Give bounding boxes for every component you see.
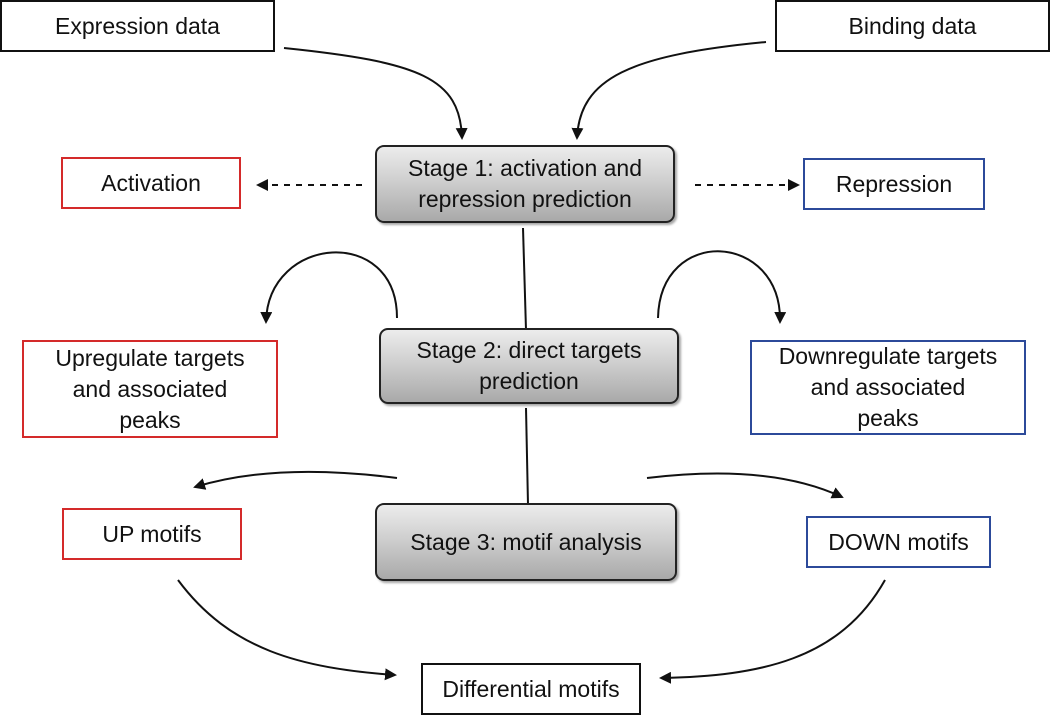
downregulate-targets-line2: and associated <box>810 374 966 400</box>
downregulate-targets-box: Downregulate targets and associated peak… <box>750 340 1026 435</box>
stage3-label: Stage 3: motif analysis <box>410 528 642 555</box>
binding-data-box: Binding data <box>775 0 1050 52</box>
stage1-label-line2: repression prediction <box>418 186 632 212</box>
activation-label: Activation <box>101 169 201 196</box>
stage2-label-line1: Stage 2: direct targets <box>416 337 642 363</box>
upregulate-targets-line1: Upregulate targets <box>55 344 245 371</box>
upregulate-targets-box: Upregulate targets and associated peaks <box>22 340 278 438</box>
differential-motifs-label: Differential motifs <box>442 675 620 702</box>
downregulate-targets-line3: peaks <box>857 405 919 431</box>
activation-box: Activation <box>61 157 241 209</box>
repression-box: Repression <box>803 158 985 210</box>
expression-data-box: Expression data <box>0 0 275 52</box>
down-motifs-label: DOWN motifs <box>828 528 969 555</box>
stage1-to-stage2-line <box>522 227 527 331</box>
stage2-to-up-targets-arrow <box>260 251 398 324</box>
stage1-box: Stage 1: activation and repression predi… <box>375 145 675 223</box>
stage2-label-line2: prediction <box>479 368 579 394</box>
down-motifs-box: DOWN motifs <box>806 516 991 568</box>
upregulate-targets-line3: peaks <box>119 406 181 433</box>
up-motifs-label: UP motifs <box>102 520 202 547</box>
stage1-label-line1: Stage 1: activation and <box>408 155 642 181</box>
expression-data-label: Expression data <box>55 12 220 39</box>
down-motifs-to-differential-arrow <box>659 579 886 684</box>
differential-motifs-box: Differential motifs <box>421 663 641 715</box>
binding-to-stage1-arrow <box>571 41 767 140</box>
expression-to-stage1-arrow <box>283 47 468 140</box>
stage2-to-stage3-line <box>525 407 529 506</box>
stage2-box: Stage 2: direct targets prediction <box>379 328 679 404</box>
up-motifs-to-differential-arrow <box>177 579 397 681</box>
up-motifs-box: UP motifs <box>62 508 242 560</box>
upregulate-targets-line2: and associated <box>72 375 228 402</box>
repression-label: Repression <box>835 170 953 197</box>
stage3-box: Stage 3: motif analysis <box>375 503 677 581</box>
downregulate-targets-line1: Downregulate targets <box>778 343 998 369</box>
stage2-to-down-targets-arrow <box>657 250 787 324</box>
stage3-to-up-motifs-arrow <box>193 470 398 490</box>
stage3-to-down-motifs-arrow <box>646 472 844 499</box>
binding-data-label: Binding data <box>848 12 977 39</box>
